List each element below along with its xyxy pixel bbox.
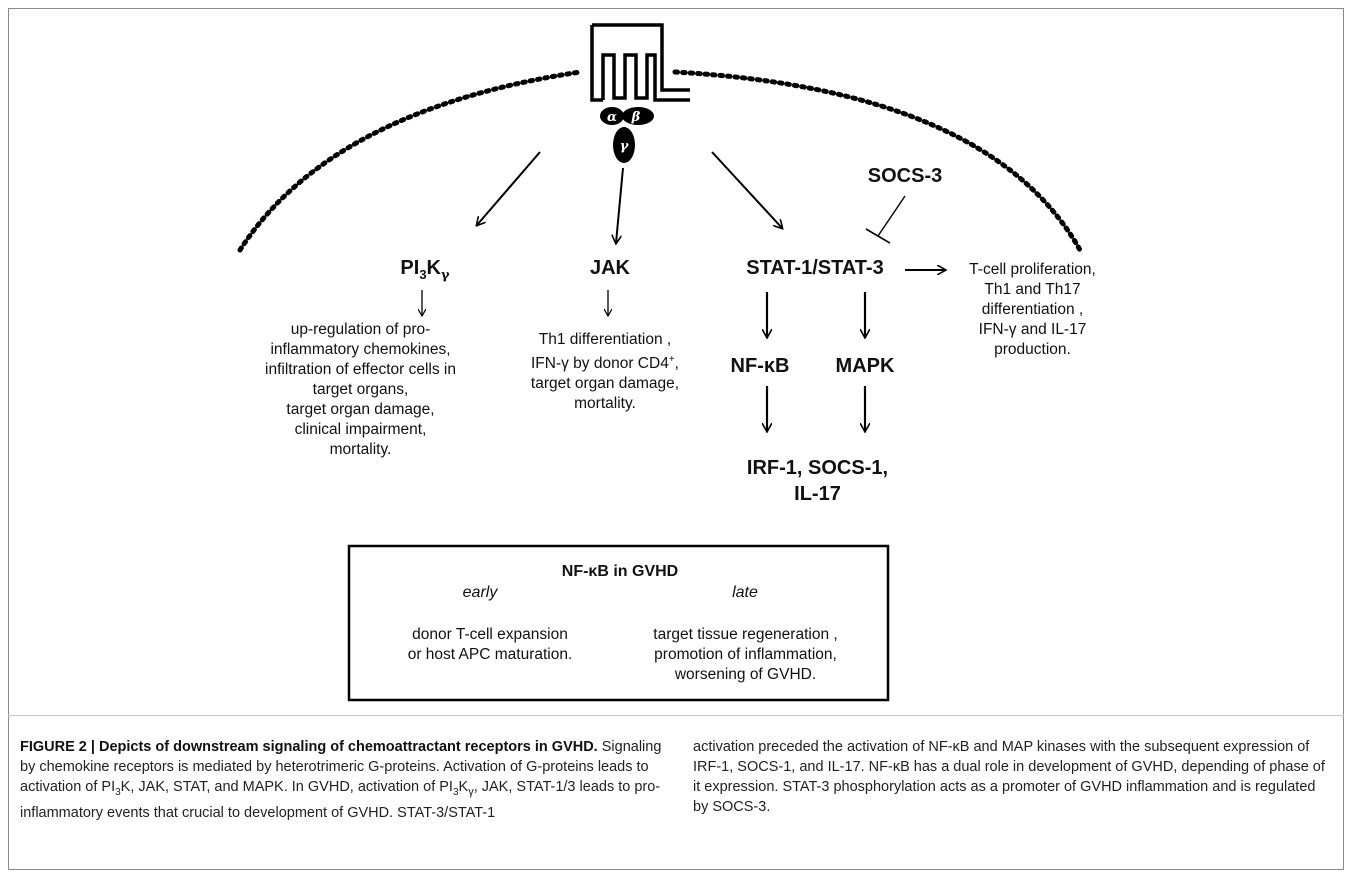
cell-membrane-right — [672, 69, 1083, 253]
g-beta-icon — [622, 107, 654, 125]
pi3k-effect-line: target organ damage, — [286, 401, 435, 418]
stat-effect-line: differentiation , — [981, 301, 1084, 318]
box-early-line: donor T-cell expansion — [412, 626, 568, 643]
stat-effect-line: Th1 and Th17 — [984, 281, 1081, 298]
box-early-line: or host APC maturation. — [407, 646, 573, 663]
mapk-label: MAPK — [835, 355, 895, 377]
svg-text:α: α — [607, 110, 617, 125]
caption-label: FIGURE 2 | Depicts of downstream signali… — [20, 739, 598, 755]
stat-effect-line: IFN-γ and IL-17 — [978, 321, 1087, 338]
nfkb-label: NF-κB — [730, 355, 790, 377]
pi3k-label: PI3Kγ — [400, 257, 450, 283]
g-alpha-icon — [600, 107, 624, 125]
stat-label: STAT-1/STAT-3 — [746, 257, 884, 279]
box-late-line: target tissue regeneration , — [653, 626, 838, 643]
socs3-label: SOCS-3 — [867, 165, 943, 187]
jak-effect-line: Th1 differentiation , — [538, 331, 672, 348]
box-late-label: late — [732, 584, 758, 601]
box-early-text: donor T-cell expansion or host APC matur… — [380, 625, 600, 665]
g-gamma-icon — [613, 127, 635, 163]
svg-text:γ: γ — [620, 139, 630, 154]
jak-effect-line: mortality. — [574, 395, 636, 413]
arrow-to-stat — [711, 151, 782, 228]
caption-left: FIGURE 2 | Depicts of downstream signali… — [20, 739, 662, 821]
box-late-line: worsening of GVHD. — [674, 666, 817, 683]
cell-membrane — [237, 69, 583, 253]
receptor-icon — [590, 23, 690, 102]
nfkb-gvhd-box — [347, 544, 890, 702]
stat-effects: T-cell proliferation, Th1 and Th17 diffe… — [945, 260, 1120, 360]
targets-line-1: IRF-1, SOCS-1, — [746, 457, 889, 479]
pi3k-effects: up-regulation of pro- inflammatory chemo… — [238, 320, 483, 460]
signaling-diagram: α β γ — [237, 23, 1083, 702]
caption-right: activation preceded the activation of NF… — [693, 739, 1325, 815]
box-late-text: target tissue regeneration , promotion o… — [628, 625, 863, 685]
targets-label: IRF-1, SOCS-1, IL-17 — [710, 455, 925, 507]
pi3k-effect-line: clinical impairment, — [294, 421, 427, 438]
jak-effect-line: target organ damage, — [530, 375, 680, 393]
jak-effect-line: IFN-γ by donor CD4+, — [531, 354, 679, 373]
jak-effects: Th1 differentiation , IFN-γ by donor CD4… — [500, 330, 710, 414]
socs3-inhibition-line — [877, 195, 906, 237]
stat-effect-line: production. — [994, 341, 1071, 358]
pi3k-effect-line: infiltration of effector cells in — [265, 361, 456, 378]
socs3-inhibition-bar — [865, 228, 891, 244]
g-protein-icon: α β γ — [600, 107, 654, 163]
box-early-label: early — [462, 584, 498, 601]
box-late-line: promotion of inflammation, — [654, 646, 837, 663]
arrow-to-pi3k — [477, 151, 541, 225]
pi3k-effect-line: target organs, — [312, 381, 409, 398]
targets-line-2: IL-17 — [794, 483, 841, 505]
pi3k-effect-line: mortality. — [329, 441, 392, 458]
figure-border — [8, 8, 1344, 870]
stat-effect-line: T-cell proliferation, — [969, 261, 1096, 278]
pi3k-effect-line: up-regulation of pro- — [290, 321, 431, 338]
arrow-to-jak — [616, 167, 624, 243]
pi3k-effect-line: inflammatory chemokines, — [270, 341, 451, 358]
caption-divider — [8, 715, 1344, 716]
jak-label: JAK — [589, 257, 630, 279]
box-title: NF-κB in GVHD — [561, 563, 679, 580]
svg-text:β: β — [631, 110, 641, 125]
